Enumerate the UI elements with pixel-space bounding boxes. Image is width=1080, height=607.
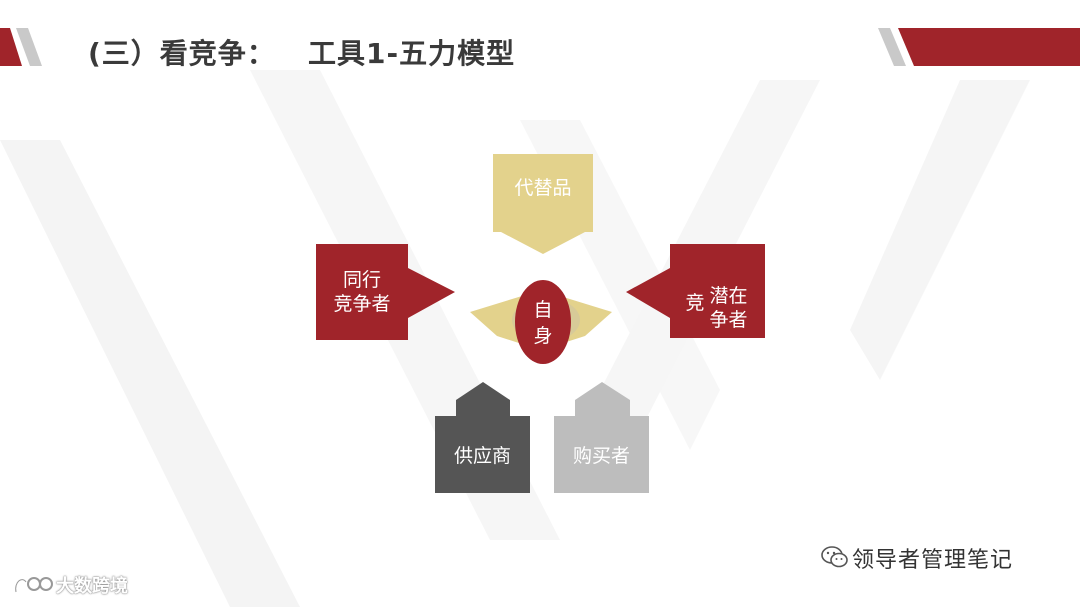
industry-competitors-label-box: 同行 竞争者 xyxy=(316,266,408,318)
slide-title: (三）看竞争： 工具1-五力模型 xyxy=(88,37,516,70)
potential-entrants-line2: 争者 xyxy=(709,309,748,331)
logo-icon xyxy=(14,577,53,593)
buyers-label-box: 购买者 xyxy=(554,436,649,476)
industry-competitors-line1: 同行 xyxy=(342,269,381,291)
potential-entrants-overlap: 竞 xyxy=(685,292,705,314)
buyers-label: 购买者 xyxy=(572,445,630,467)
suppliers-label: 供应商 xyxy=(453,445,511,467)
substitutes-label-box: 代替品 xyxy=(493,168,593,208)
industry-competitors-arrow xyxy=(316,244,455,340)
self-label-line1: 自 xyxy=(533,299,553,321)
potential-entrants-label-box: 潜在 争者 xyxy=(670,280,765,336)
buyers-arrow xyxy=(554,382,649,493)
header-stripe-left xyxy=(0,28,42,66)
suppliers-arrow xyxy=(435,382,530,493)
header-stripe-right xyxy=(878,28,1080,66)
potential-entrants-overlap-box: 竞 xyxy=(680,290,710,316)
self-label-line2: 身 xyxy=(533,325,553,347)
wechat-account-name: 领导者管理笔记 xyxy=(852,548,1014,573)
potential-entrants-line1: 潜在 xyxy=(709,285,748,307)
self-node xyxy=(515,280,571,364)
substitutes-arrow xyxy=(493,154,593,254)
industry-competitors-line2: 竞争者 xyxy=(333,293,391,315)
suppliers-label-box: 供应商 xyxy=(435,436,530,476)
substitutes-label: 代替品 xyxy=(514,177,572,199)
potential-entrants-arrow xyxy=(626,244,765,338)
wechat-icon xyxy=(821,546,848,568)
watermark-brand-text: 大数跨境 xyxy=(56,576,128,597)
self-label-box: 自 身 xyxy=(516,281,570,365)
